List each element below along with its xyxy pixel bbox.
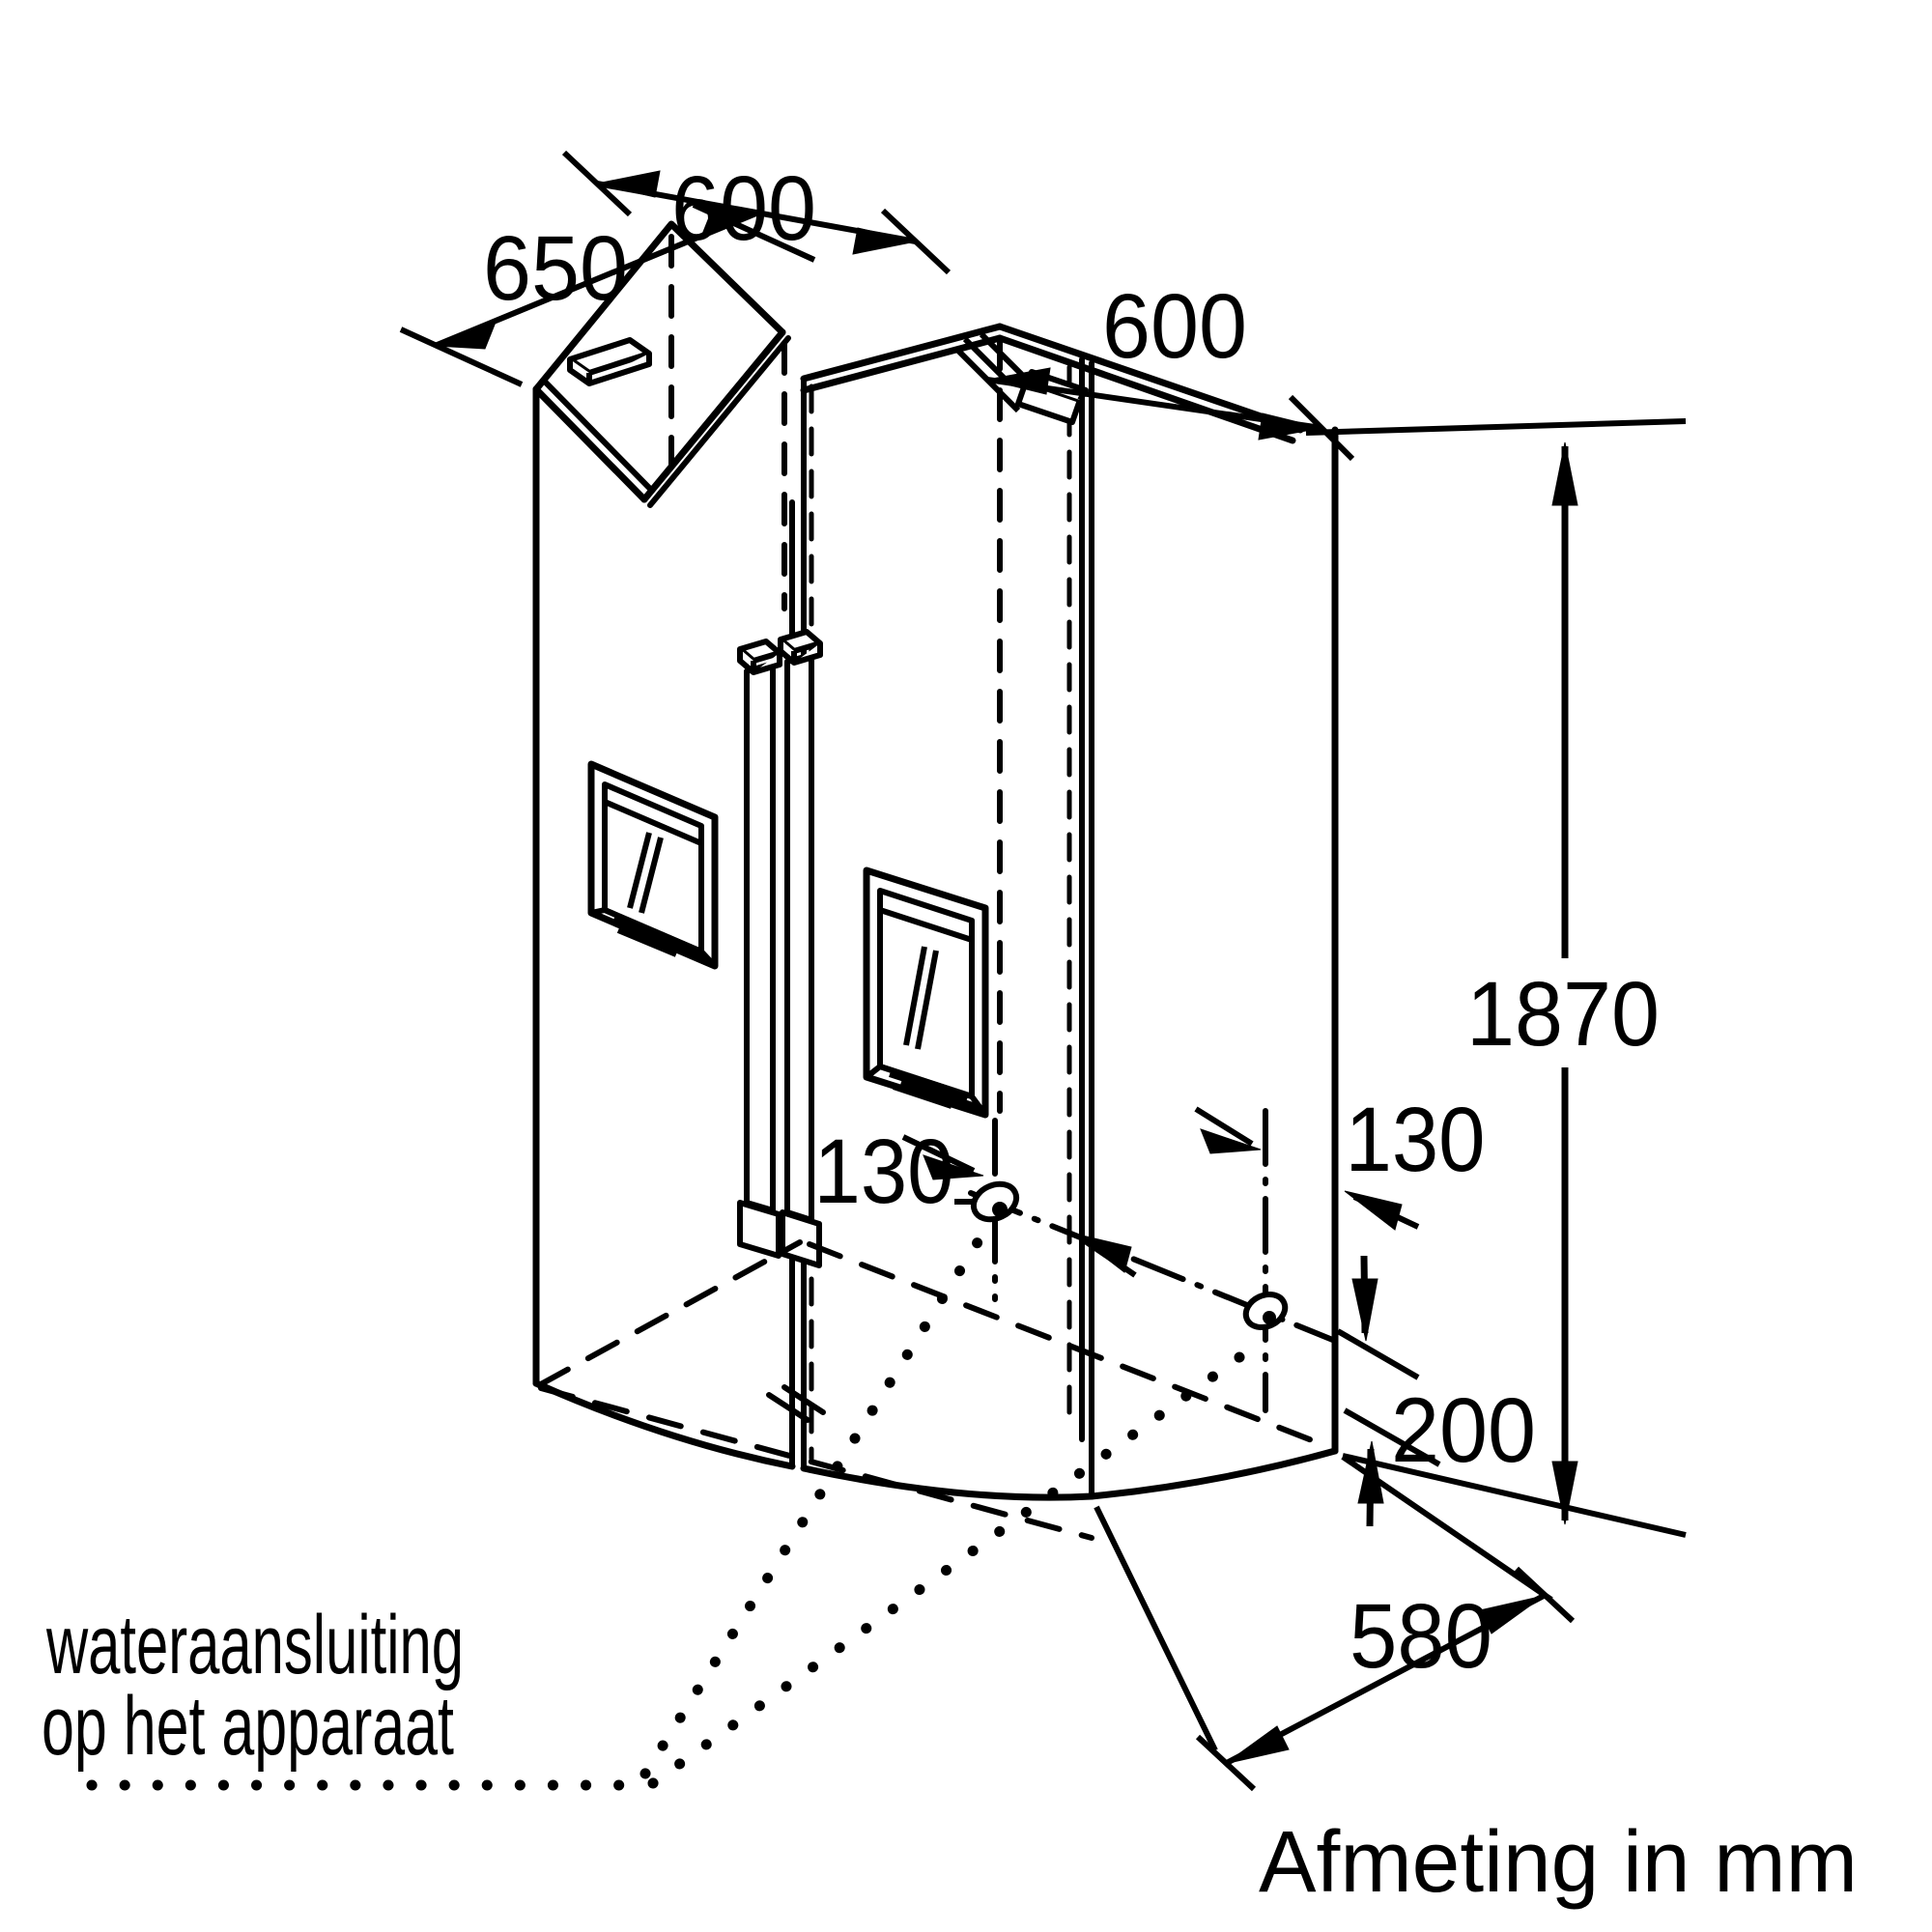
break-marks bbox=[766, 1384, 826, 1423]
water-connection-note-line1: wateraansluiting bbox=[45, 1599, 464, 1691]
left-unit-hinge bbox=[567, 337, 652, 386]
water-connection-right bbox=[1242, 1291, 1289, 1331]
dimension-water-offset-right-130 bbox=[1194, 1106, 1420, 1231]
dimension-water-offset-left-130 bbox=[901, 1134, 1137, 1278]
label-water-offset-right: 130 bbox=[1346, 1089, 1486, 1191]
right-water-dispenser bbox=[863, 867, 989, 1119]
dimension-width-right-600 bbox=[953, 331, 1355, 462]
units-note: Afmeting in mm bbox=[1259, 1814, 1858, 1911]
right-door-handle bbox=[778, 629, 823, 1268]
dimension-height-1870 bbox=[1305, 418, 1687, 1538]
water-leader-dots bbox=[86, 1236, 1252, 1791]
label-width-left: 600 bbox=[671, 157, 816, 260]
left-water-dispenser bbox=[587, 760, 719, 970]
label-water-height: 200 bbox=[1391, 1379, 1536, 1482]
label-width-right: 600 bbox=[1102, 275, 1247, 378]
water-connection-left bbox=[970, 1180, 1020, 1223]
dimension-water-height-200 bbox=[1336, 1255, 1441, 1527]
left-door-handle bbox=[737, 639, 782, 1259]
water-connection-note-line2: op het apparaat bbox=[42, 1680, 454, 1773]
dimension-depth-right-580 bbox=[1094, 1454, 1576, 1792]
label-depth-right: 580 bbox=[1350, 1585, 1492, 1688]
label-depth-left: 650 bbox=[483, 217, 628, 320]
dimension-width-left-600 bbox=[561, 150, 952, 275]
dimension-depth-left-650 bbox=[399, 202, 816, 387]
label-water-offset-left: 130 bbox=[814, 1121, 954, 1223]
label-height-total: 1870 bbox=[1466, 963, 1660, 1065]
water-connection-centerlines bbox=[968, 1108, 1338, 1413]
hidden-floor-lines bbox=[536, 1239, 1332, 1541]
right-unit-outline bbox=[800, 323, 1339, 1501]
